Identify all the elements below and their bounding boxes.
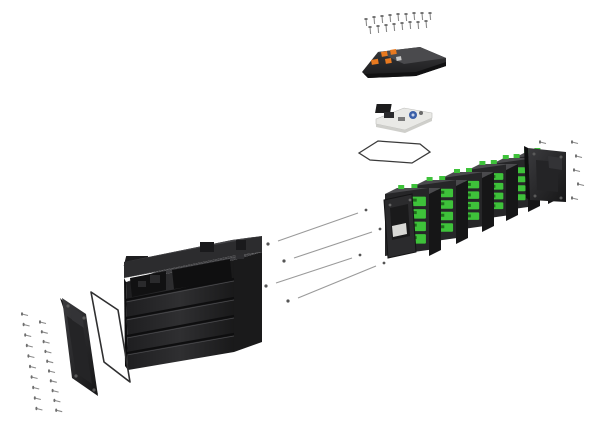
screw-icon <box>412 12 416 21</box>
top-cover-lid-icon <box>362 47 446 78</box>
module-end-plate-icon <box>383 193 417 259</box>
screw-icon <box>42 339 50 344</box>
screw-icon <box>424 20 428 29</box>
screw-icon <box>40 330 48 334</box>
screw-icon <box>571 140 579 145</box>
screw-icon <box>573 168 581 173</box>
screw-icon <box>575 154 583 159</box>
tie-rod-icon <box>282 227 382 263</box>
screw-icon <box>22 322 30 327</box>
screw-icon <box>364 18 368 27</box>
screw-icon <box>372 16 376 25</box>
tie-rod-set <box>264 208 386 303</box>
screw-icon <box>392 23 396 32</box>
tie-rod-icon <box>264 253 362 288</box>
screw-icon <box>416 21 420 30</box>
control-board-pcb-icon <box>375 104 433 133</box>
tie-rod-icon <box>266 208 368 246</box>
screw-icon <box>384 24 388 33</box>
rear-end-plate-icon <box>524 146 566 202</box>
top-gasket-icon <box>357 140 432 164</box>
screw-icon <box>571 196 579 201</box>
screw-icon <box>53 398 61 403</box>
screw-icon <box>388 14 392 23</box>
screw-icon <box>24 333 32 338</box>
front-end-plate-icon <box>60 298 98 396</box>
screw-icon <box>396 13 400 22</box>
screw-icon <box>33 396 41 401</box>
screw-icon <box>577 182 585 187</box>
screw-icon <box>27 354 35 359</box>
screw-icon <box>46 359 54 364</box>
screw-icon <box>39 320 47 325</box>
screw-icon <box>404 13 408 22</box>
screw-icon <box>25 343 33 348</box>
screw-icon <box>408 21 412 30</box>
main-housing-icon <box>123 236 262 370</box>
screw-icon <box>51 388 59 393</box>
tie-rod-icon <box>286 261 386 303</box>
screw-icon <box>21 312 29 317</box>
top-screw-set-icon <box>364 12 432 35</box>
screw-icon <box>44 349 52 354</box>
screw-icon <box>48 369 56 374</box>
screw-icon <box>368 26 372 35</box>
screw-icon <box>380 15 384 24</box>
rear-screw-set-icon <box>539 140 585 201</box>
screw-icon <box>35 406 43 411</box>
screw-icon <box>30 375 38 380</box>
screw-icon <box>400 22 404 31</box>
front-screw-set-icon <box>21 312 63 413</box>
screw-icon <box>49 379 57 383</box>
screw-icon <box>29 364 37 369</box>
screw-icon <box>428 12 432 21</box>
screw-icon <box>539 140 547 145</box>
front-gasket-icon <box>90 291 131 383</box>
screw-icon <box>55 408 63 413</box>
screw-icon <box>420 12 424 21</box>
screw-icon <box>32 385 40 390</box>
screw-icon <box>376 25 380 34</box>
